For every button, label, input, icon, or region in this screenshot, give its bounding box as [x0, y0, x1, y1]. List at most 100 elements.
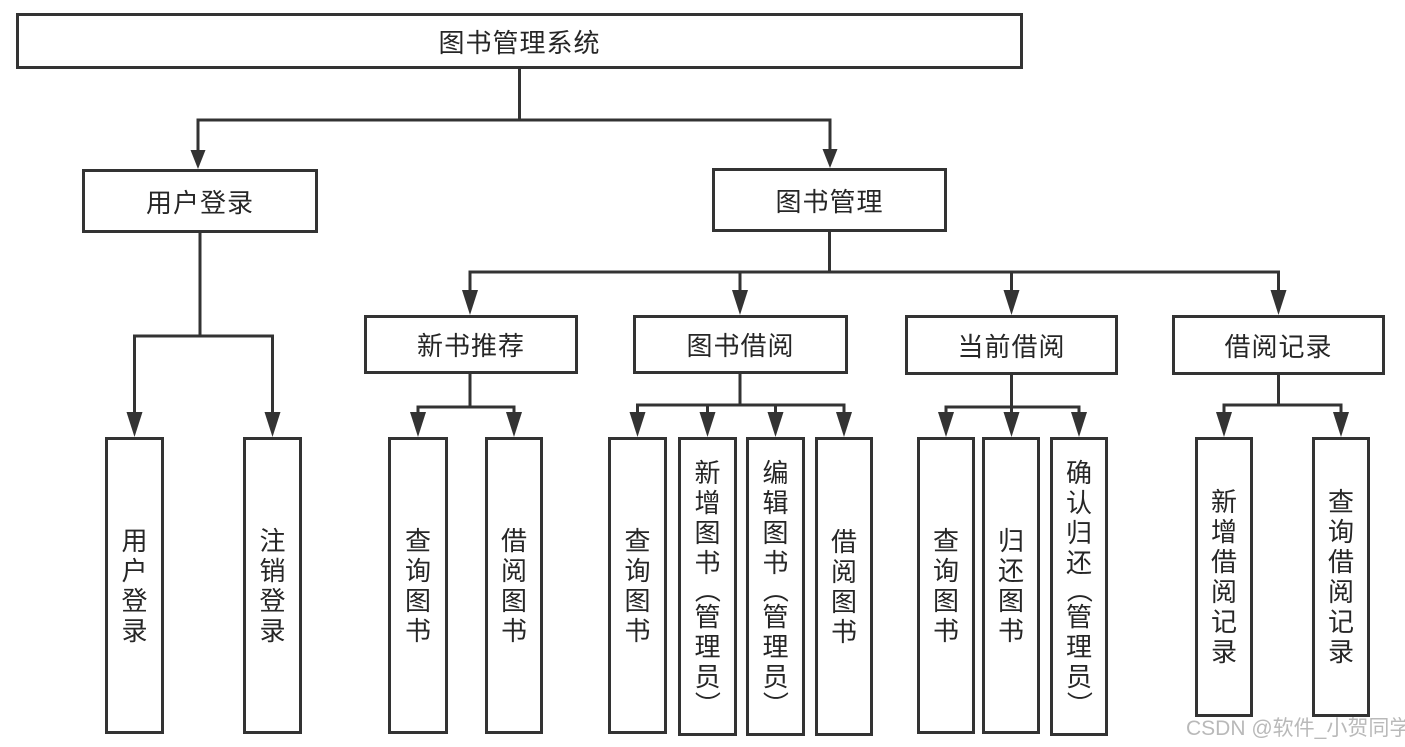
vertical-char: 图 [500, 585, 527, 616]
vertical-char: 图 [694, 517, 721, 548]
vertical-char: 询 [1327, 517, 1354, 547]
vertical-char: 图 [830, 586, 857, 617]
leaf-query-books-recommend: 查询图书 [388, 437, 448, 734]
connector-user-login-branch [133, 233, 274, 416]
vertical-char: 录 [121, 615, 148, 646]
leaf-logout: 注销登录 [243, 437, 302, 734]
arrowhead [836, 412, 852, 437]
vertical-char: 管 [762, 601, 789, 632]
vertical-char: 归 [1065, 517, 1092, 548]
leaf-label: 查询图书 [611, 440, 664, 731]
vertical-char: 阅 [500, 555, 527, 586]
root-node-library-system: 图书管理系统 [16, 13, 1023, 69]
vertical-char: 查 [404, 525, 431, 556]
connector-current-branch [944, 375, 1081, 416]
leaf-label: 查询图书 [391, 440, 445, 731]
vertical-char: 借 [1327, 547, 1354, 577]
leaf-label: 新增借阅记录 [1198, 440, 1250, 714]
vertical-char: 书 [762, 547, 789, 578]
vertical-char: 员 [1065, 661, 1092, 692]
vertical-char: 增 [1210, 517, 1237, 547]
vertical-char: 录 [1210, 637, 1237, 667]
vertical-char: 图 [932, 585, 959, 616]
vertical-char: 销 [259, 555, 286, 586]
vertical-char: 用 [121, 525, 148, 556]
vertical-char: 询 [624, 555, 651, 586]
vertical-char: 户 [121, 555, 148, 586]
leaf-add-borrow-record: 新增借阅记录 [1195, 437, 1253, 717]
connector-new-books-branch [416, 374, 516, 416]
arrowhead [410, 412, 426, 437]
vertical-char: 理 [1065, 631, 1092, 662]
vertical-char: 登 [259, 585, 286, 616]
arrowhead [126, 412, 143, 437]
arrowhead [767, 412, 784, 437]
vertical-char: 注 [259, 525, 286, 556]
arrowhead [264, 412, 281, 437]
leaf-return-books: 归还图书 [982, 437, 1040, 734]
vertical-char: 书 [500, 615, 527, 646]
leaf-borrow-books-recommend: 借阅图书 [485, 437, 543, 734]
leaf-label: 查询借阅记录 [1315, 440, 1367, 714]
vertical-char: 阅 [1210, 577, 1237, 607]
vertical-char: 理 [762, 631, 789, 662]
vertical-char: 理 [694, 631, 721, 662]
leaf-confirm-return-admin: 确认归还（管理员） [1050, 437, 1108, 736]
vertical-char: （ [1063, 576, 1094, 603]
vertical-char: 阅 [830, 556, 857, 587]
vertical-char: ） [1063, 690, 1094, 717]
arrowhead [938, 412, 954, 437]
arrowhead [699, 412, 716, 437]
connector-book-mgmt-branch [468, 232, 1280, 294]
vertical-char: 记 [1327, 607, 1354, 637]
vertical-char: 员 [694, 661, 721, 692]
vertical-char: 辑 [762, 487, 789, 518]
vertical-char: 借 [500, 525, 527, 556]
vertical-char: （ [692, 576, 723, 603]
vertical-char: 查 [1327, 487, 1354, 517]
leaf-label: 借阅图书 [818, 440, 870, 733]
vertical-char: 员 [762, 661, 789, 692]
vertical-char: 管 [694, 601, 721, 632]
vertical-char: 管 [1065, 601, 1092, 632]
vertical-char: 还 [1065, 547, 1092, 578]
vertical-char: 认 [1065, 487, 1092, 518]
node-book-management: 图书管理 [712, 168, 947, 232]
vertical-char: 查 [624, 525, 651, 556]
leaf-edit-books-admin: 编辑图书（管理员） [746, 437, 805, 736]
vertical-char: 书 [624, 615, 651, 646]
vertical-char: 书 [694, 547, 721, 578]
node-user-login: 用户登录 [82, 169, 318, 233]
arrowhead [462, 290, 478, 315]
leaf-query-books-current: 查询图书 [917, 437, 975, 734]
vertical-char: 还 [997, 555, 1024, 586]
vertical-char: 借 [1210, 547, 1237, 577]
vertical-char: 图 [404, 585, 431, 616]
vertical-char: 编 [762, 457, 789, 488]
arrowhead [1003, 412, 1020, 437]
arrowhead [506, 412, 522, 437]
vertical-char: 录 [259, 615, 286, 646]
vertical-char: 阅 [1327, 577, 1354, 607]
vertical-char: 新 [1210, 487, 1237, 517]
leaf-label: 新增图书（管理员） [681, 440, 734, 733]
node-current-borrow: 当前借阅 [905, 315, 1118, 375]
arrowhead [190, 150, 206, 169]
vertical-char: 图 [997, 585, 1024, 616]
leaf-add-books-admin: 新增图书（管理员） [678, 437, 737, 736]
leaf-label: 借阅图书 [488, 440, 540, 731]
leaf-user-login: 用户登录 [105, 437, 164, 734]
leaf-label: 归还图书 [985, 440, 1037, 731]
vertical-char: 借 [830, 526, 857, 557]
vertical-char: 查 [932, 525, 959, 556]
vertical-char: 登 [121, 585, 148, 616]
leaf-label: 注销登录 [246, 440, 299, 731]
leaf-label: 查询图书 [920, 440, 972, 731]
leaf-query-books-borrow: 查询图书 [608, 437, 667, 734]
vertical-char: 增 [694, 487, 721, 518]
node-book-borrow: 图书借阅 [633, 315, 848, 374]
connector-root-branch [196, 69, 832, 154]
vertical-char: 书 [932, 615, 959, 646]
